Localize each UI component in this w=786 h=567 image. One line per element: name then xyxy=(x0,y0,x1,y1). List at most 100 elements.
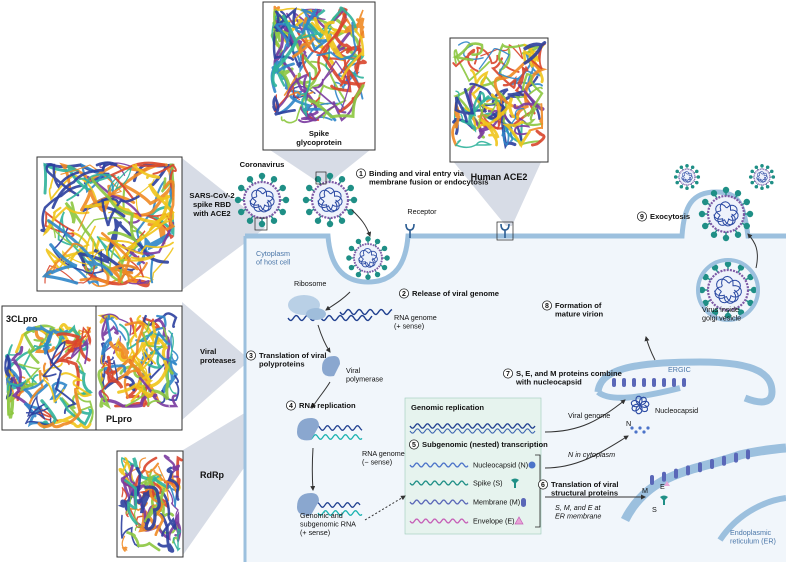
rdrp-protein-ribbon xyxy=(117,454,183,553)
n-cytoplasm-label: N in cytoplasm xyxy=(568,450,615,459)
step-6-badge xyxy=(538,479,549,490)
ergic-protein xyxy=(642,378,646,387)
golgi-vesicle xyxy=(696,258,760,322)
ergic-protein xyxy=(622,378,626,387)
ergic-label: ERGIC xyxy=(668,365,691,374)
ribosome-small xyxy=(306,308,326,320)
step-4-number: 4 xyxy=(289,403,293,410)
ergic-protein xyxy=(612,378,616,387)
arrow-viral-genome xyxy=(544,399,626,433)
coronavirus-label: Coronavirus xyxy=(240,160,285,169)
step-5-text: Subgenomic (nested) transcription xyxy=(422,440,548,449)
genomic-rna-2 xyxy=(317,510,363,516)
er-membrane-2 xyxy=(717,495,786,542)
er-membrane-protein xyxy=(722,455,726,466)
cell-interior xyxy=(245,192,786,562)
protein-ribbons xyxy=(4,5,548,553)
ergic-membrane xyxy=(594,358,776,406)
plpro-protein-ribbon xyxy=(97,312,180,410)
box-item-3-label: Envelope (E) xyxy=(473,517,515,526)
genomic-rna-1 xyxy=(309,502,361,508)
polymerase-genomic xyxy=(297,493,319,516)
step-2-number: 2 xyxy=(402,291,406,298)
box-item-0-label: Nucleocapsid (N) xyxy=(473,461,528,470)
step-4-badge xyxy=(285,400,296,411)
virion-golgi xyxy=(698,260,758,320)
receptor-icon xyxy=(405,223,415,238)
n-protein-dot xyxy=(646,426,650,430)
arrow-release xyxy=(325,291,351,311)
rna-plus-label: RNA genome(+ sense) xyxy=(394,313,437,331)
spike-highlight-box xyxy=(315,171,327,185)
receptor-label: Receptor xyxy=(407,207,437,216)
n-letter-label: N xyxy=(626,419,631,428)
bracket xyxy=(535,454,541,528)
er-envelope-icon xyxy=(664,481,670,486)
transcription-box xyxy=(404,397,542,535)
step-8-number: 8 xyxy=(545,303,549,310)
m-letter-label: M xyxy=(642,486,648,495)
projection-rbd xyxy=(182,158,265,290)
transcription-box-bg xyxy=(404,397,542,535)
n-protein-dot xyxy=(630,426,634,430)
spike-icon xyxy=(511,478,519,488)
ergic-protein xyxy=(652,378,656,387)
step-4-text: RNA replication xyxy=(299,401,356,410)
step-9-text: Exocytosis xyxy=(650,212,690,221)
virion-coronavirus-1 xyxy=(234,172,290,228)
er-membrane-protein xyxy=(698,462,702,473)
ergic-membrane-lower xyxy=(596,385,681,401)
step-6-number: 6 xyxy=(541,482,545,489)
step-9-number: 9 xyxy=(640,214,644,221)
ergic-protein xyxy=(632,378,636,387)
arrow-polymerase xyxy=(311,381,331,409)
polymerase-rna-replication xyxy=(297,418,319,441)
step-9-badge xyxy=(637,211,648,222)
box-rna-0 xyxy=(409,462,469,468)
n-protein-dot xyxy=(642,430,646,434)
projection-ace2 xyxy=(452,160,542,226)
nucleocapsid-label: Nucleocapsid xyxy=(655,406,698,415)
step-3-badge xyxy=(245,350,256,361)
arrow-translation xyxy=(317,324,331,353)
s-letter-label: S xyxy=(652,505,657,514)
rna-genome-release xyxy=(287,314,373,322)
er-spike-icon xyxy=(660,495,668,505)
arrows xyxy=(310,209,758,521)
box-item-2-label: Membrane (M) xyxy=(473,498,520,507)
spike-protein-ribbon xyxy=(270,5,367,124)
arrow-n-cytoplasm xyxy=(544,435,629,469)
virions xyxy=(234,163,776,322)
virion-released-small-1 xyxy=(673,163,701,191)
ergic-protein xyxy=(682,378,686,387)
er-membrane-protein xyxy=(650,475,654,485)
misc-shapes xyxy=(288,221,750,516)
membrane-icon xyxy=(521,498,526,507)
genomic-replication-strand xyxy=(409,423,536,429)
step-7-badge xyxy=(502,368,513,379)
ribosome-label: Ribosome xyxy=(294,279,326,288)
plpro-label: PLpro xyxy=(106,414,133,424)
e-letter-label: E xyxy=(660,482,665,491)
step-2-text: Release of viral genome xyxy=(412,289,499,298)
projection-spike xyxy=(270,150,370,182)
ergic-protein xyxy=(672,378,676,387)
rbd-highlight-box xyxy=(254,217,268,231)
viral-genome-label: Viral genome xyxy=(568,411,610,420)
step-5-badge xyxy=(408,439,419,450)
p3cl-protein-ribbon xyxy=(4,323,94,429)
ace2-receptor-icon xyxy=(500,223,510,238)
rna-strands xyxy=(287,308,536,524)
